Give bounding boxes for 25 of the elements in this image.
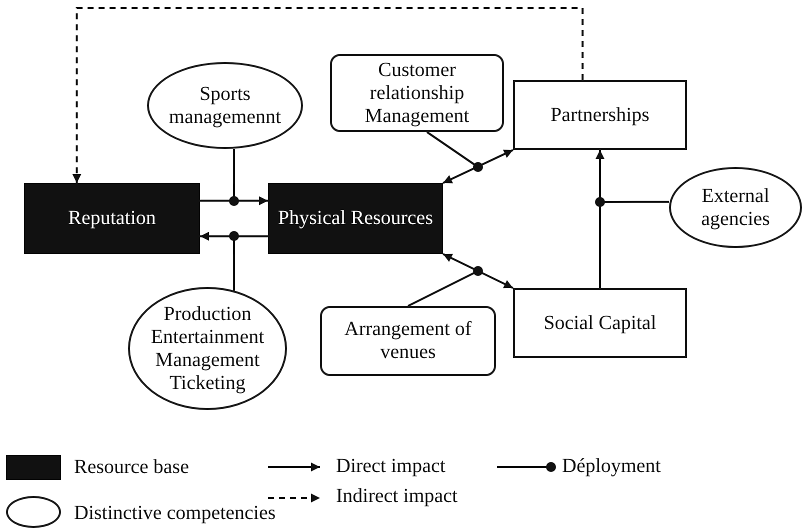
legend-label: Indirect impact bbox=[336, 485, 458, 508]
legend-label: Direct impact bbox=[336, 455, 446, 478]
competency-box: Arrangement of venues bbox=[320, 306, 496, 376]
competency-ellipse: External agencies bbox=[669, 167, 802, 248]
resource-base-box: Reputation bbox=[24, 183, 200, 254]
competency-ellipse: Sports managemennt bbox=[147, 62, 303, 149]
competency-ellipse: Production Entertainment Management Ticketing bbox=[128, 287, 287, 410]
arrow bbox=[596, 150, 604, 288]
resource-base-box: Physical Resources bbox=[268, 183, 443, 254]
resource-box: Partnerships bbox=[513, 80, 687, 150]
deployment-line bbox=[229, 149, 239, 206]
resource-box: Social Capital bbox=[513, 288, 687, 358]
deployment-line bbox=[408, 266, 483, 307]
arrow bbox=[442, 149, 514, 184]
competency-box: Customer relationship Management bbox=[330, 54, 504, 132]
deployment-line bbox=[426, 131, 483, 172]
legend-label: Resource base bbox=[74, 456, 189, 479]
legend-label: Déployment bbox=[562, 455, 661, 478]
deployment-line bbox=[229, 231, 239, 291]
legend-label: Distinctive competencies bbox=[74, 502, 276, 525]
dashed-arrow bbox=[72, 7, 584, 183]
deployment-line bbox=[595, 197, 669, 207]
arrow bbox=[200, 196, 268, 206]
arrow bbox=[200, 232, 268, 241]
arrow bbox=[442, 253, 514, 289]
